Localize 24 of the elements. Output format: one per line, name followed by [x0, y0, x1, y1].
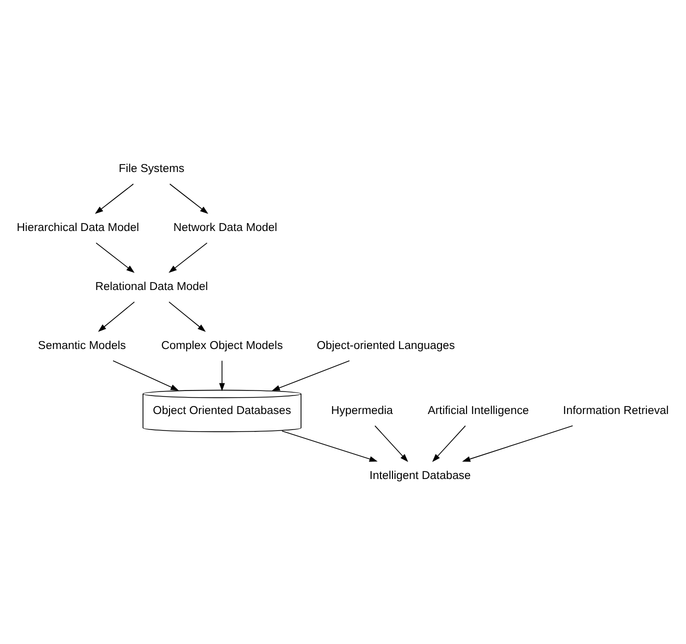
- node-text: Information Retrieval: [563, 404, 669, 416]
- arrow: [462, 424, 574, 462]
- arrow: [98, 301, 135, 332]
- arrow: [94, 183, 134, 214]
- arrow: [112, 360, 179, 390]
- arrow: [432, 424, 466, 462]
- arrow: [96, 242, 135, 272]
- node-text: Artificial Intelligence: [428, 404, 529, 416]
- node-text: Semantic Models: [38, 339, 126, 352]
- arrow: [272, 360, 350, 390]
- node-text: Intelligent Database: [370, 470, 471, 482]
- arrow: [169, 183, 208, 214]
- arrow: [168, 301, 206, 332]
- node-text: Hypermedia: [331, 404, 393, 416]
- node-text: Complex Object Models: [161, 339, 283, 352]
- node-text: Hierarchical Data Model: [16, 222, 140, 234]
- arrow: [374, 424, 408, 462]
- node-text: Network Data Model: [173, 222, 278, 234]
- node-text: Object-oriented Languages: [316, 339, 455, 352]
- node-text: File Systems: [118, 162, 184, 175]
- arrow: [219, 360, 225, 391]
- arrow: [168, 242, 208, 272]
- node-text: Relational Data Model: [95, 280, 208, 292]
- arrow: [282, 430, 378, 462]
